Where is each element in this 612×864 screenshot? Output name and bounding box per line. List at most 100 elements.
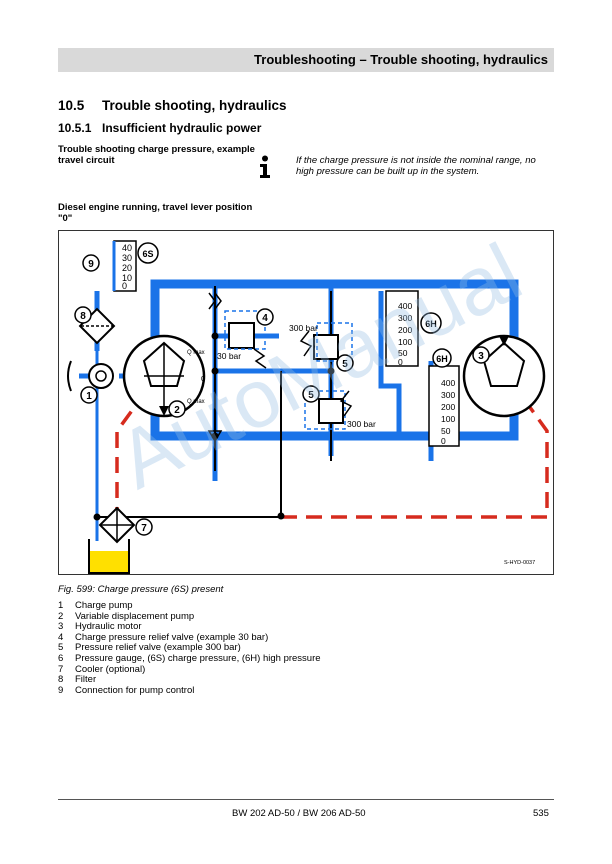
callout-8: 8: [80, 311, 86, 322]
legend-number: 4: [58, 631, 64, 643]
footer-rule: [58, 799, 554, 800]
legend-text: Hydraulic motor: [75, 621, 142, 633]
subsection-title: Insufficient hydraulic power: [102, 121, 262, 135]
legend-item: 6 Pressure gauge, (6S) charge pressure, (…: [58, 652, 321, 665]
label-300-bar-upper: 300 bar: [289, 323, 318, 333]
section-number: 10.5: [58, 98, 85, 113]
footer-document-title: BW 202 AD-50 / BW 206 AD-50: [232, 808, 366, 819]
callout-6h-2: 6H: [436, 354, 448, 364]
hydraulic-schematic: 40 30 20 10 0 400 300 200 100 50 0 400 3…: [67, 240, 549, 574]
gauge-tick: 50: [398, 348, 408, 358]
legend-number: 9: [58, 684, 64, 696]
charge-pump-symbol: [67, 360, 114, 392]
legend-number: 7: [58, 663, 64, 675]
legend-text: Pressure gauge, (6S) charge pressure, (6…: [75, 652, 321, 664]
gauge-tick: 300: [398, 313, 412, 323]
charge-relief-valve: [224, 310, 267, 369]
legend-text: Charge pressure relief valve (example 30…: [75, 631, 269, 643]
callout-2: 2: [174, 405, 180, 416]
gauge-tick: 0: [441, 436, 446, 446]
gauge-tick: 400: [441, 378, 455, 388]
legend-number: 5: [58, 642, 64, 654]
variable-pump-symbol: [122, 334, 206, 418]
section-heading: 10.5 Trouble shooting, hydraulics: [58, 98, 287, 113]
callout-5b: 5: [308, 390, 314, 401]
cooler-symbol: [98, 506, 136, 544]
footer-page-number: 535: [533, 808, 549, 819]
label-30-bar: 30 bar: [217, 351, 241, 361]
callout-3: 3: [478, 351, 484, 362]
pressure-relief-valve-lower: [304, 390, 353, 430]
legend-number: 3: [58, 621, 64, 633]
legend-item: 3 Hydraulic motor: [58, 622, 321, 633]
gauge-small-scale: 40 30 20 10 0: [122, 243, 132, 291]
legend-item: 9 Connection for pump control: [58, 684, 321, 697]
header-bar: Troubleshooting – Trouble shooting, hydr…: [58, 48, 554, 72]
gauge-small-tick: 0: [122, 281, 127, 291]
hydraulic-diagram: 40 30 20 10 0 400 300 200 100 50 0 400 3…: [58, 230, 554, 575]
gauge-tick: 0: [398, 357, 403, 367]
legend-text: Variable displacement pump: [75, 610, 195, 622]
legend-text: Connection for pump control: [75, 684, 195, 696]
gauge-tick: 200: [398, 325, 412, 335]
section-title: Trouble shooting, hydraulics: [102, 98, 287, 113]
pressure-labels: 30 bar 300 bar 300 bar Q max 0 Q max S-H…: [187, 323, 535, 566]
label-300-bar-lower: 300 bar: [347, 419, 376, 429]
gauge-tick: 50: [441, 426, 451, 436]
charge-pressure-gauge: [112, 240, 137, 292]
callout-5a: 5: [342, 359, 348, 370]
callout-1: 1: [86, 391, 92, 402]
gauge-small-tick: 40: [122, 243, 132, 253]
gauge-tick: 200: [441, 402, 455, 412]
subheading-charge-pressure: Trouble shooting charge pressure, exampl…: [58, 144, 255, 166]
subsection-number: 10.5.1: [58, 121, 92, 135]
figure-caption: Fig. 599: Charge pressure (6S) present: [58, 584, 224, 595]
callouts: 9 8 1 2 3 4 5 5 7 6S 6H 6H: [74, 242, 490, 536]
gauge-small-tick: 20: [122, 263, 132, 273]
leakage-lines: [115, 399, 549, 523]
legend-list: 1 Charge pump 2 Variable displacement pump…: [58, 600, 321, 697]
legend-text: Cooler (optional): [75, 663, 146, 675]
hydraulic-motor-symbol: [462, 334, 546, 418]
gauge-large-scale-1: 400 300 200 100 50 0: [398, 301, 412, 367]
legend-number: 2: [58, 610, 64, 622]
legend-item: 5 Pressure relief valve (example 300 bar): [58, 643, 321, 654]
check-valves: [207, 292, 223, 443]
gauge-tick: 100: [398, 337, 412, 347]
legend-item: 8 Filter: [58, 675, 321, 686]
label-qmax-bottom: Q max: [187, 399, 205, 405]
legend-item: 2 Variable displacement pump: [58, 610, 321, 623]
callout-7: 7: [141, 523, 147, 534]
legend-item: 4 Charge pressure relief valve (example 3…: [58, 631, 321, 644]
legend-number: 8: [58, 674, 64, 686]
legend-number: 1: [58, 600, 64, 611]
legend-item: 1 Charge pump: [58, 600, 321, 612]
info-note: If the charge pressure is not inside the…: [296, 155, 536, 177]
subheading-engine-running: Diesel engine running, travel lever posi…: [58, 202, 253, 224]
label-zero: 0: [201, 376, 205, 383]
legend-number: 6: [58, 652, 64, 664]
gauge-small-tick: 30: [122, 253, 132, 263]
callout-9: 9: [88, 259, 94, 270]
info-icon: [260, 155, 270, 178]
callout-6h-1: 6H: [425, 319, 437, 329]
gauge-large-scale-2: 400 300 200 100 50 0: [441, 378, 455, 446]
gauge-tick: 300: [441, 390, 455, 400]
header-title: Troubleshooting – Trouble shooting, hydr…: [254, 52, 548, 67]
label-qmax-top: Q max: [187, 350, 205, 356]
pressure-relief-valve-upper: [299, 322, 353, 362]
legend-text: Pressure relief valve (example 300 bar): [75, 642, 241, 654]
gauge-tick: 400: [398, 301, 412, 311]
legend-item: 7 Cooler (optional): [58, 663, 321, 676]
legend-text: Charge pump: [75, 600, 133, 611]
tank-symbol: [88, 539, 130, 574]
gauge-tick: 100: [441, 414, 455, 424]
callout-6s: 6S: [142, 249, 153, 259]
figure-id: S-HYD-0037: [504, 560, 535, 566]
gauge-small-tick: 10: [122, 273, 132, 283]
callout-4: 4: [262, 313, 268, 324]
high-pressure-gauge-2: [428, 365, 460, 447]
legend-text: Filter: [75, 674, 97, 686]
subsection-heading: 10.5.1 Insufficient hydraulic power: [58, 121, 261, 135]
high-pressure-gauge-1: [385, 290, 419, 367]
